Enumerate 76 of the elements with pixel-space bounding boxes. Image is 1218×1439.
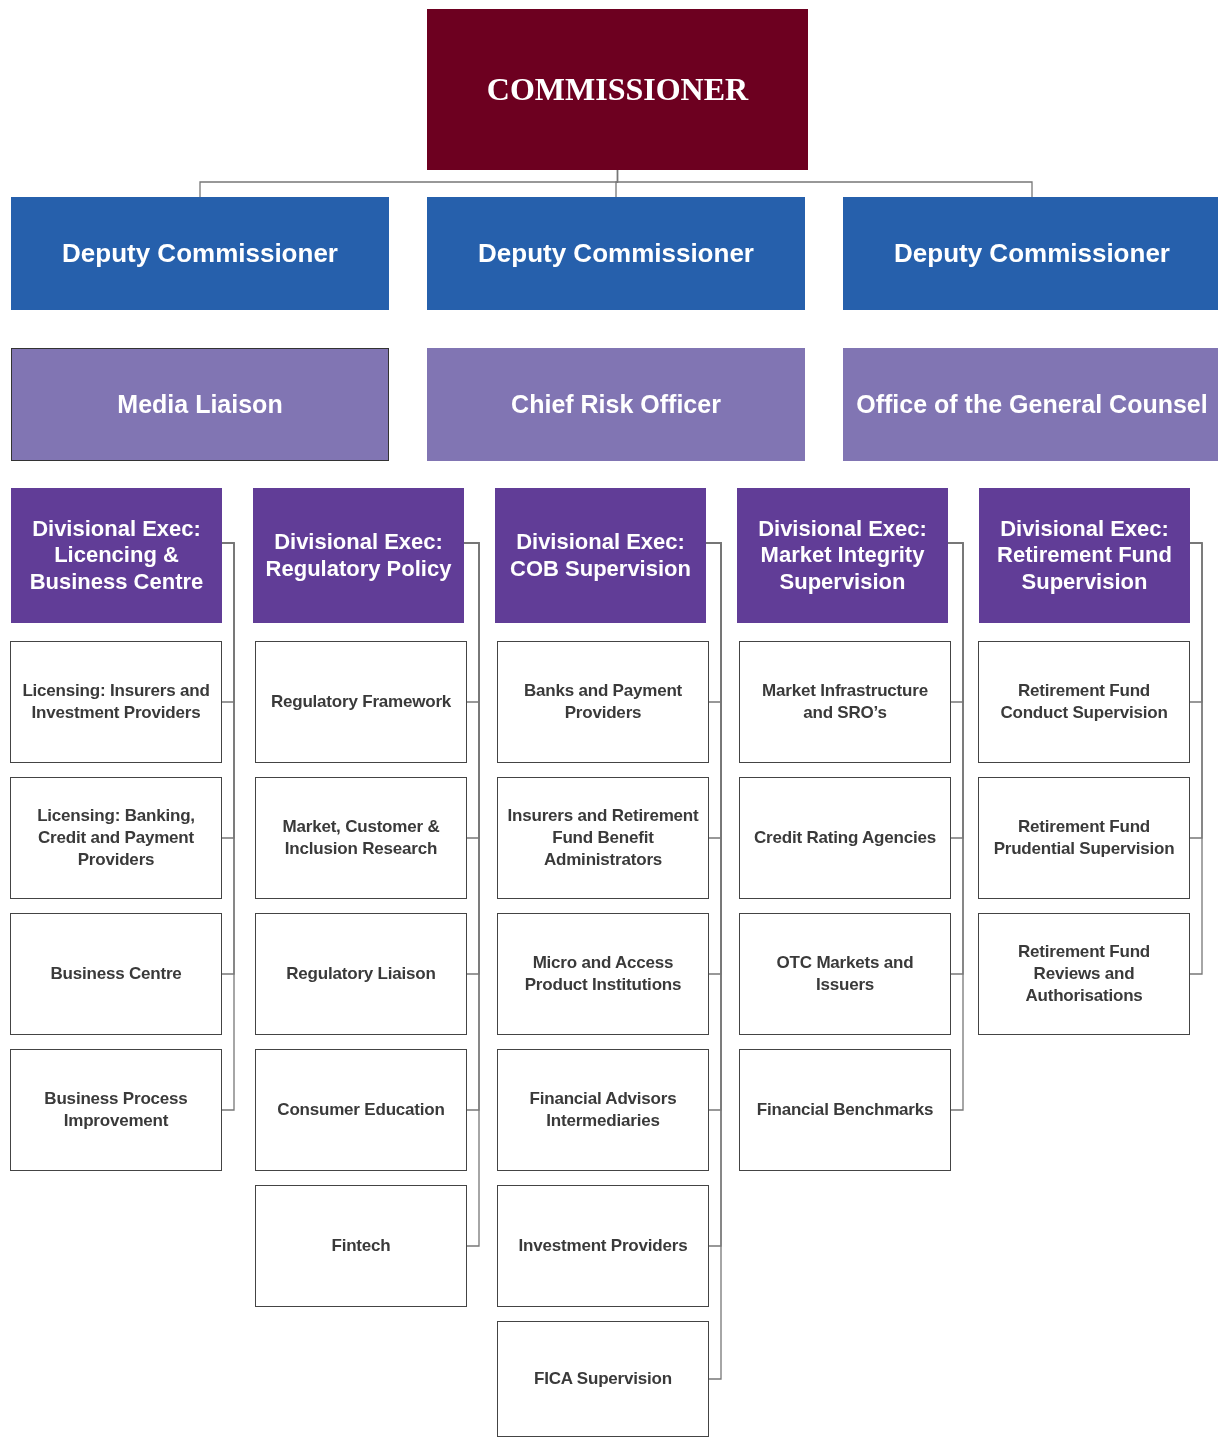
unit-name: Business Centre — [50, 962, 182, 985]
unit-box — [739, 1049, 951, 1171]
unit-box — [255, 1185, 467, 1307]
unit-name: Market Infrastructure and SRO’s — [761, 679, 929, 724]
unit-name: OTC Markets and Issuers — [775, 951, 915, 996]
role-box — [11, 197, 389, 310]
unit-name: Fintech — [331, 1234, 391, 1257]
unit-box — [739, 913, 951, 1035]
unit-name: Regulatory Framework — [270, 690, 452, 713]
unit-box — [497, 1049, 709, 1171]
unit-box — [978, 777, 1190, 899]
unit-box — [10, 777, 222, 899]
unit-name: Consumer Education — [277, 1098, 445, 1121]
unit-name: Micro and Access Product Institutions — [523, 951, 683, 996]
unit-box — [978, 913, 1190, 1035]
unit-box — [255, 641, 467, 763]
role-title: Retirement Fund Supervision — [996, 542, 1173, 596]
role-box — [843, 197, 1218, 310]
role-title: Divisional Exec: — [274, 529, 443, 556]
unit-name: Insurers and Retirement Fund Benefit Administrators — [506, 804, 700, 872]
connector-line — [1189, 542, 1203, 975]
role-box — [253, 488, 464, 623]
unit-box — [739, 641, 951, 763]
unit-box — [10, 1049, 222, 1171]
unit-name: Licensing: Insurers and Investment Providers — [21, 679, 211, 724]
role-title: COMMISSIONER — [486, 71, 749, 108]
role-box — [427, 348, 805, 461]
unit-name: FICA Supervision — [534, 1367, 672, 1390]
role-box — [11, 488, 222, 623]
unit-name: Financial Advisors Intermediaries — [528, 1087, 678, 1132]
unit-box — [10, 641, 222, 763]
unit-name: Retirement Fund Reviews and Authorisations — [1016, 940, 1152, 1008]
role-title: Divisional Exec: — [1000, 515, 1169, 543]
role-title: COB Supervision — [510, 555, 691, 582]
unit-box — [255, 1049, 467, 1171]
unit-name: Investment Providers — [518, 1234, 688, 1257]
unit-box — [497, 641, 709, 763]
unit-box — [10, 913, 222, 1035]
role-title: Divisional Exec: — [758, 515, 927, 543]
role-title: Office of the General Counsel — [856, 390, 1208, 419]
unit-box — [255, 777, 467, 899]
connector-line — [616, 169, 1033, 198]
unit-name: Market, Customer & Inclusion Research — [281, 815, 441, 860]
unit-box — [497, 1321, 709, 1437]
unit-name: Retirement Fund Conduct Supervision — [999, 679, 1169, 724]
role-box — [427, 9, 808, 170]
connector-line — [221, 542, 235, 1111]
unit-name: Business Process Improvement — [43, 1087, 189, 1132]
role-box — [495, 488, 706, 623]
role-title: Deputy Commissioner — [894, 238, 1170, 269]
unit-name: Banks and Payment Providers — [522, 679, 684, 724]
unit-name: Financial Benchmarks — [756, 1098, 934, 1121]
unit-box — [497, 1185, 709, 1307]
unit-box — [978, 641, 1190, 763]
unit-box — [255, 913, 467, 1035]
role-box — [979, 488, 1190, 623]
unit-name: Credit Rating Agencies — [754, 826, 936, 849]
role-box — [843, 348, 1218, 461]
role-title: Regulatory Policy — [265, 555, 452, 582]
unit-name: Retirement Fund Prudential Supervision — [992, 815, 1176, 860]
unit-name: Licensing: Banking, Credit and Payment Providers — [36, 804, 196, 872]
role-title: Licencing & Business Centre — [28, 542, 205, 596]
role-title: Chief Risk Officer — [511, 390, 721, 419]
unit-box — [739, 777, 951, 899]
role-box — [737, 488, 948, 623]
role-title: Divisional Exec: — [32, 515, 201, 543]
role-title: Deputy Commissioner — [62, 238, 338, 269]
unit-name: Regulatory Liaison — [286, 962, 436, 985]
role-title: Divisional Exec: — [516, 529, 685, 556]
role-box — [427, 197, 805, 310]
role-title: Deputy Commissioner — [478, 238, 754, 269]
role-title: Media Liaison — [117, 390, 283, 419]
role-title: Market Integrity Supervision — [759, 542, 926, 596]
role-box — [11, 348, 389, 461]
unit-box — [497, 777, 709, 899]
unit-box — [497, 913, 709, 1035]
